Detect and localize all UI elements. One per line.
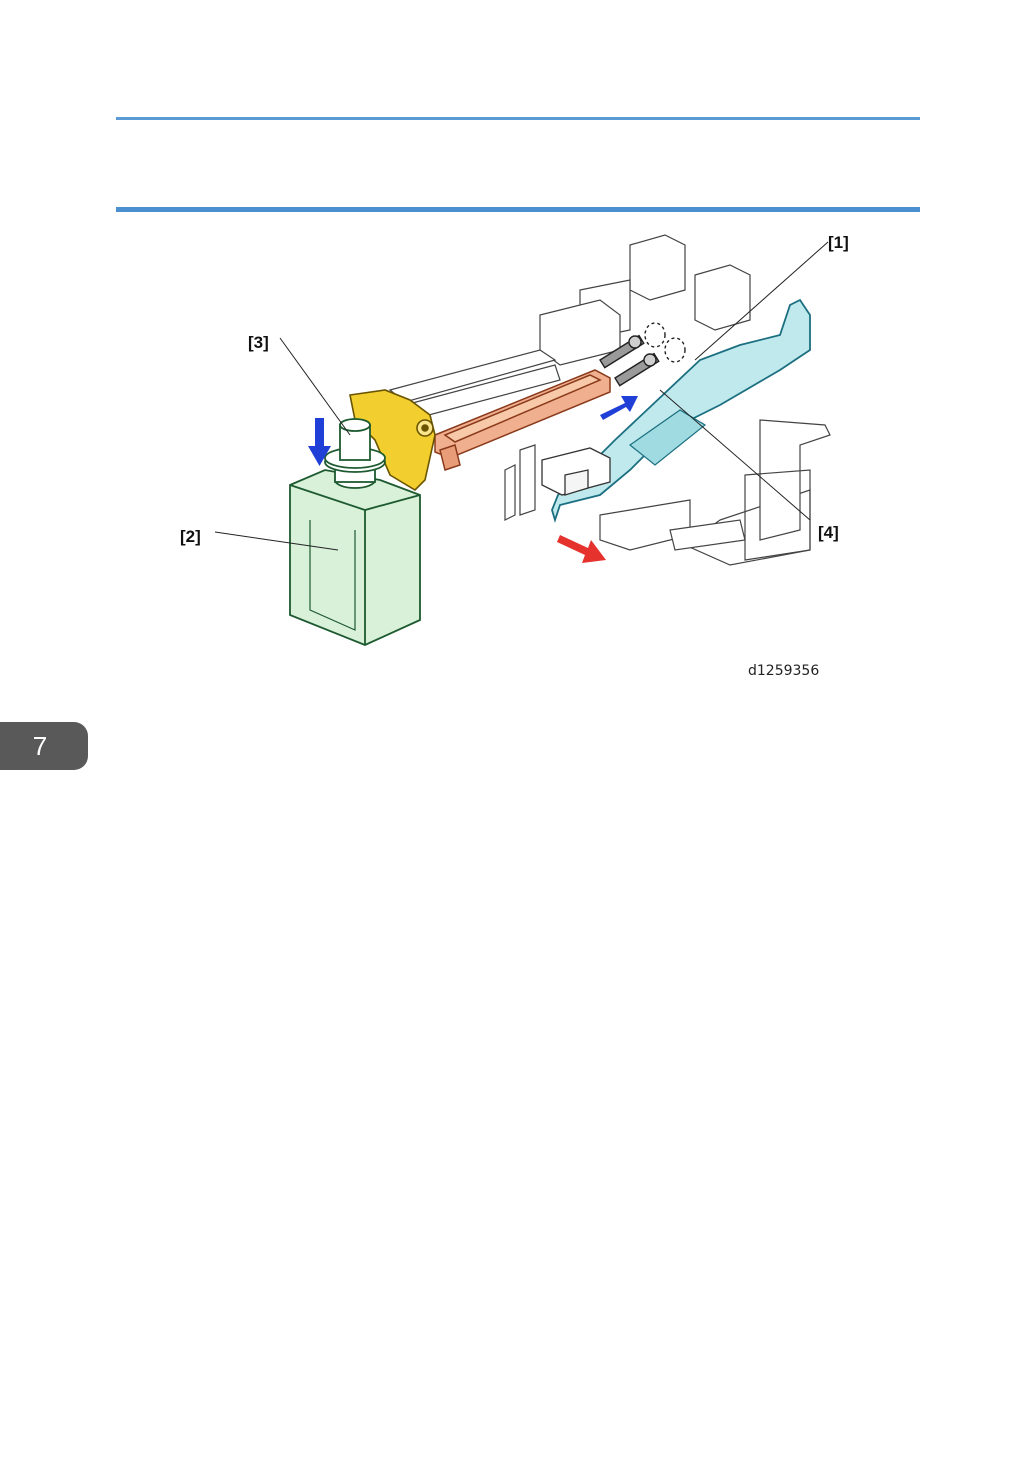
mechanism-illustration: [1] [2] [3] [4] d1259356 — [160, 220, 880, 690]
callout-3: [3] — [248, 333, 269, 352]
pull-arrow — [557, 535, 606, 563]
callout-2: [2] — [180, 527, 201, 546]
section-heading-rule — [116, 207, 920, 212]
callout-1: [1] — [828, 233, 849, 252]
machine-frame — [390, 235, 830, 565]
push-arrow — [600, 396, 638, 420]
chapter-number: 7 — [33, 731, 47, 762]
chapter-tab: 7 — [0, 722, 88, 770]
header-top-rule — [116, 117, 920, 120]
callout-4: [4] — [818, 523, 839, 542]
figure-id: d1259356 — [748, 663, 819, 679]
